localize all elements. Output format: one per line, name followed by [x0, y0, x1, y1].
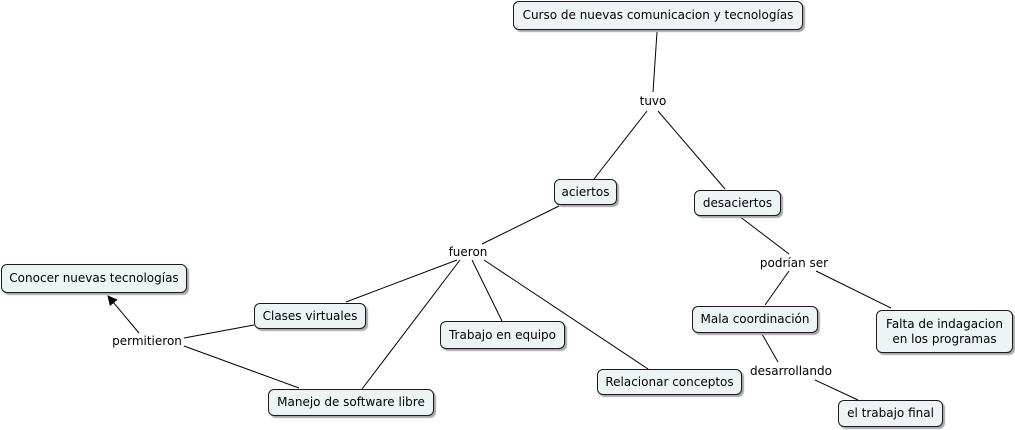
- link-tuvo: tuvo: [639, 94, 667, 108]
- edge-podrian-falta: [815, 270, 892, 309]
- concept-mala-coordinacion[interactable]: Mala coordinación: [692, 306, 818, 333]
- link-podrian-ser: podrían ser: [759, 256, 829, 270]
- edge-permitieron-conocer: [107, 295, 140, 334]
- concept-clases-virtuales[interactable]: Clases virtuales: [254, 303, 366, 329]
- edge-manejo-permitieron: [183, 345, 300, 389]
- concept-curso[interactable]: Curso de nuevas comunicacion y tecnologí…: [513, 1, 803, 30]
- concept-trabajo-equipo[interactable]: Trabajo en equipo: [440, 321, 565, 349]
- edge-aciertos-fueron: [481, 205, 560, 245]
- edge-desaciertos-podrian: [738, 215, 790, 255]
- edge-fueron-relacionar: [483, 259, 649, 370]
- concept-desaciertos[interactable]: desaciertos: [694, 190, 781, 216]
- edge-fueron-manejo: [361, 259, 461, 390]
- edge-podrian-mala: [764, 270, 790, 306]
- concept-falta-indagacion[interactable]: Falta de indagacion en los programas: [876, 310, 1013, 353]
- edge-tuvo-aciertos: [593, 110, 648, 180]
- concept-trabajo-final[interactable]: el trabajo final: [838, 400, 943, 427]
- edge-mala-desarrollando: [761, 333, 779, 363]
- edge-desarrollando-trabajo-final: [814, 379, 859, 401]
- concept-relacionar[interactable]: Relacionar conceptos: [597, 369, 742, 395]
- edge-fueron-trabajo-equipo: [471, 259, 503, 322]
- concept-aciertos[interactable]: aciertos: [554, 179, 617, 205]
- concept-conocer[interactable]: Conocer nuevas tecnologías: [1, 264, 187, 293]
- edge-tuvo-desaciertos: [657, 110, 726, 190]
- concept-manejo[interactable]: Manejo de software libre: [268, 389, 434, 416]
- edge-clases-permitieron: [183, 324, 255, 339]
- link-permitieron: permitieron: [112, 334, 182, 348]
- link-fueron: fueron: [448, 245, 488, 259]
- link-desarrollando: desarrollando: [750, 364, 832, 378]
- edge-fueron-clases: [345, 259, 458, 303]
- edge-curso-tuvo: [652, 31, 658, 93]
